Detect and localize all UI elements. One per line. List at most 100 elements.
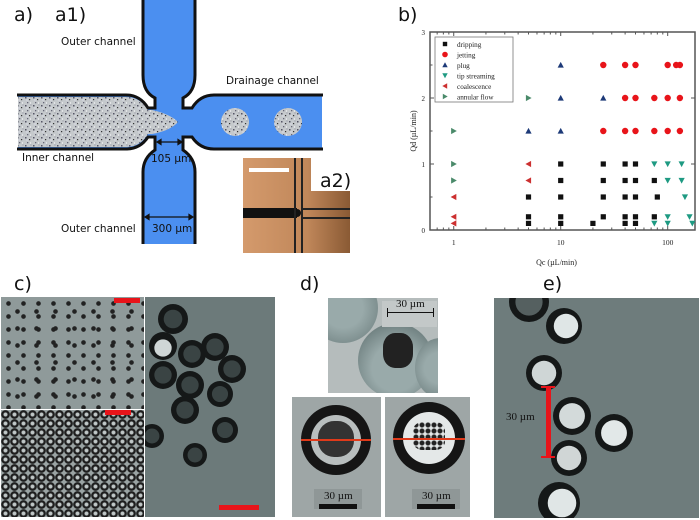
x-tick-label: 1 [452,238,456,247]
point-jetting [664,127,671,135]
point-jetting [664,94,671,102]
y-axis-label: Qd (µL/min) [409,110,418,152]
legend-marker-annular-flow [442,93,448,100]
point-annular-flow [525,94,532,102]
point-annular-flow [451,127,457,135]
point-dripping [651,177,657,184]
inner-channel-label: Inner channel [22,152,95,164]
panel-d-label: d) [300,273,320,295]
point-dripping [525,220,532,226]
point-coalescence [450,220,457,227]
panel-c-label: c) [14,273,32,295]
scale-label: 30 µm [422,490,451,502]
scale-bar [319,504,357,509]
legend-label: annular flow [457,94,494,102]
point-dripping [622,194,628,200]
x-tick-label: 10 [557,238,565,247]
microfluidic-channel-schematic [17,0,323,244]
point-tip-streaming [651,220,658,227]
orifice-width-label: 105 µm [151,153,192,165]
panel-e-label: e) [543,273,563,295]
legend-marker-dripping [442,41,448,47]
y-tick-label: 2 [422,95,426,103]
y-tick-label: 3 [422,29,426,37]
point-coalescence [525,177,532,184]
point-dripping [622,220,628,226]
point-tip-streaming [681,194,689,201]
panel-a1-label: a1) [55,4,87,26]
point-dripping [600,214,606,220]
point-dripping [558,194,564,200]
droplet [221,108,249,136]
point-dripping [622,161,628,167]
a2-scale-bar [249,168,289,172]
point-jetting [676,127,684,135]
point-jetting [632,127,639,135]
point-tip-streaming [664,214,671,220]
point-jetting [632,94,639,102]
point-plug [557,127,564,134]
point-tip-streaming [664,177,671,184]
scale-bar [387,312,434,314]
point-jetting [621,127,629,135]
point-dripping [558,177,564,184]
point-dripping [525,194,532,200]
point-dripping [622,177,628,184]
point-jetting [676,94,684,102]
point-jetting [664,61,671,69]
channel-width-label: 300 µm [152,223,193,235]
c-micrograph-dense [1,410,144,517]
point-plug [525,127,532,134]
a2-micrograph [243,158,350,253]
d-micrograph-top: 30 µm [328,298,438,393]
legend-marker-plug [442,62,448,68]
point-plug [557,61,564,68]
point-dripping [600,177,606,184]
legend-label: plug [457,62,470,70]
y-tick-label: 0 [422,227,426,235]
point-dripping [600,194,606,200]
droplet [274,108,302,136]
point-tip-streaming [689,220,696,227]
point-dripping [590,220,596,226]
legend-label: tip streaming [457,73,495,81]
panel-a2-label: a2) [320,170,352,192]
point-jetting [621,94,629,102]
point-dripping [632,161,639,167]
point-jetting [651,127,658,135]
point-dripping [654,194,660,200]
x-axis-label: Qc (µL/min) [536,258,577,267]
point-dripping [651,214,657,220]
point-tip-streaming [664,220,671,227]
scale-bar [105,410,131,415]
drainage-channel-label: Drainage channel [226,75,319,87]
point-dripping [558,214,564,220]
scale-bar [546,386,551,458]
e-micrograph: 30 µm [494,298,699,518]
point-jetting [600,127,607,135]
scale-label: 30 µm [396,298,425,310]
panel-b-label: b) [398,4,418,26]
point-tip-streaming [686,214,693,220]
x-tick-label: 100 [662,238,674,247]
point-coalescence [450,213,457,220]
point-coalescence [525,160,532,168]
scale-label: 30 µm [324,490,353,502]
point-dripping [632,177,639,184]
c-micrograph-dilute [1,297,144,409]
point-jetting [621,61,629,69]
legend-box [434,36,514,103]
point-tip-streaming [678,161,685,168]
point-dripping [600,161,606,167]
legend-marker-tip-streaming [442,73,448,79]
legend-marker-jetting [442,51,448,58]
point-dripping [558,220,564,226]
legend-label: dripping [457,41,482,49]
legend-label: jetting [456,52,476,60]
point-annular-flow [451,160,457,168]
point-dripping [632,214,639,220]
point-jetting [651,94,658,102]
point-coalescence [450,193,457,201]
point-tip-streaming [651,161,658,168]
